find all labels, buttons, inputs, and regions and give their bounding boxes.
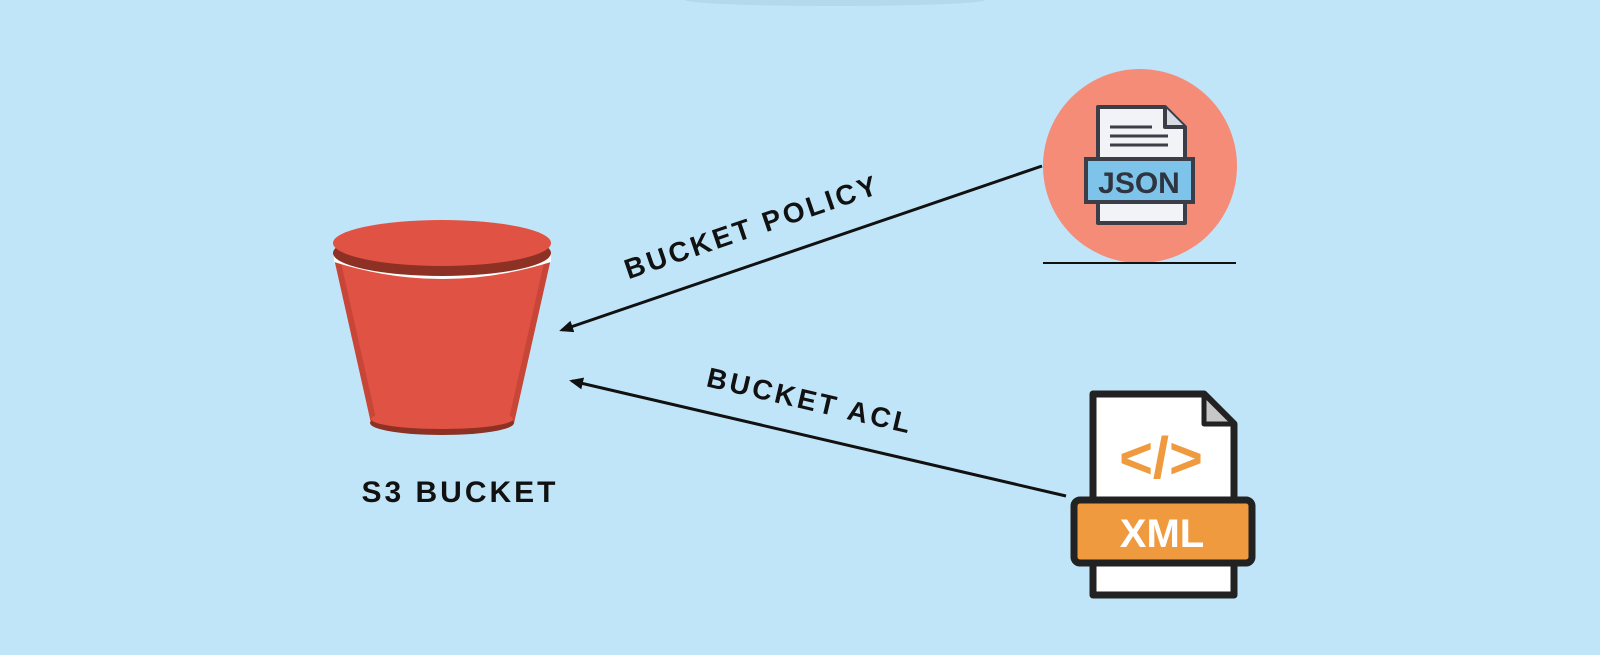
xml-badge-text: XML [1120, 512, 1204, 556]
bucket-acl-arrow [569, 377, 1067, 498]
json-badge-text: JSON [1098, 167, 1180, 200]
s3-bucket-icon [333, 220, 551, 435]
top-shadow [685, 0, 985, 6]
bucket-acl-label: BUCKET ACL [704, 362, 916, 440]
bucket-policy-label: BUCKET POLICY [620, 169, 883, 285]
xml-file-icon: </> XML [1070, 390, 1256, 599]
bucket-policy-arrow [559, 164, 1043, 333]
xml-code-glyph: </> [1119, 426, 1203, 491]
json-file-icon: JSON [1043, 69, 1237, 264]
bucket-label: S3 BUCKET [361, 476, 558, 509]
